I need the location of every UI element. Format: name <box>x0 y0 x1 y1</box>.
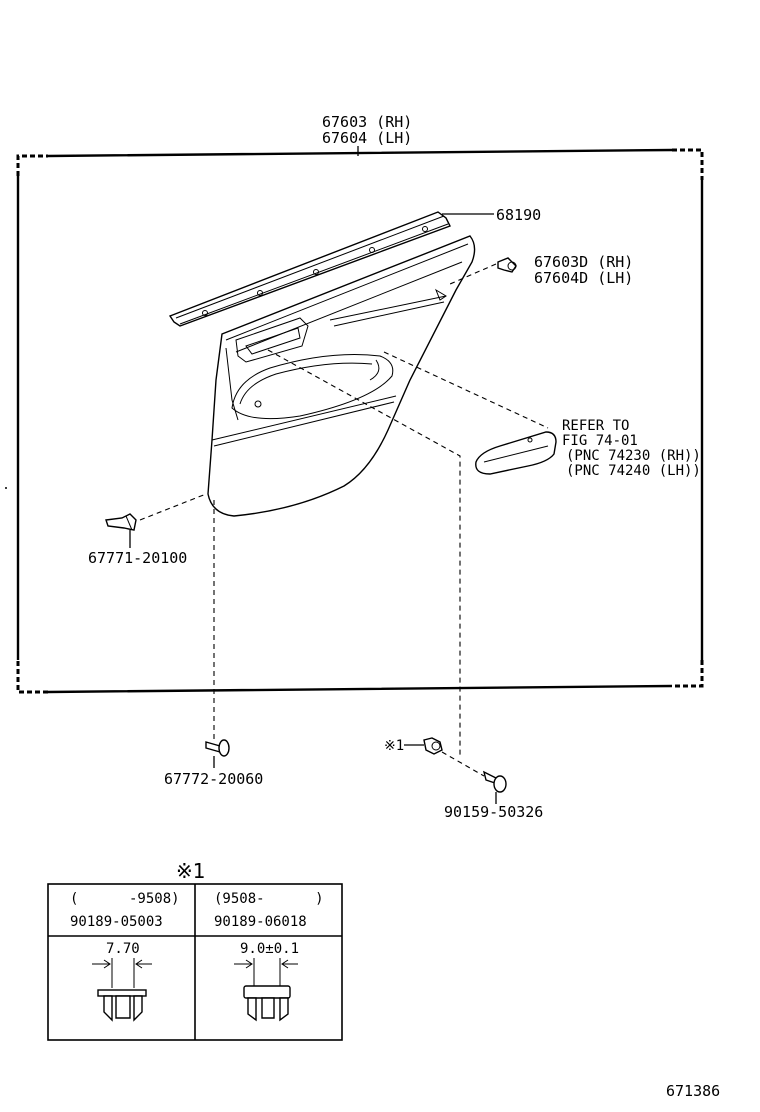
assembly-boundary-dashed-corners <box>16 148 704 694</box>
pin-part <box>205 739 230 757</box>
assembly-label-lh: 67604 (LH) <box>322 129 412 147</box>
assembly-label-rh: 67603 (RH) <box>322 113 412 131</box>
weatherstrip-label: 68190 <box>496 206 541 224</box>
screw-dashed-line <box>267 349 461 758</box>
pin-label: 67772-20060 <box>164 770 263 788</box>
weatherstrip-part <box>168 211 451 327</box>
bracket-label: 67771-20100 <box>88 549 187 567</box>
assembly-boundary <box>16 148 704 694</box>
clip-label-lh: 67604D (LH) <box>534 269 633 287</box>
door-trim-panel <box>207 235 476 517</box>
armrest-dashed-line <box>383 351 549 429</box>
note-table-part-2: 90189-06018 <box>214 914 307 930</box>
edge-dot <box>5 487 7 489</box>
fastener-drawing-1 <box>92 958 152 1022</box>
note-table-dimension-2: 9.0±0.1 <box>240 941 299 957</box>
note-table-title: ※1 <box>176 859 205 883</box>
fastener-dashed-line <box>441 751 485 777</box>
bracket-part <box>105 513 137 531</box>
armrest-handle-part <box>475 431 557 475</box>
note-marker-label: ※1 <box>384 738 404 754</box>
refer-line-3: (PNC 74230 (RH)) <box>566 448 701 464</box>
refer-line-2: FIG 74-01 <box>562 433 638 449</box>
fastener-drawing-2 <box>234 958 298 1022</box>
note-table-range-2: (9508- ) <box>214 891 324 907</box>
clip-fastener-part <box>423 737 443 755</box>
bracket-dashed-line <box>139 493 207 521</box>
figure-number: 671386 <box>666 1082 720 1100</box>
note-table-range-1: ( -9508) <box>70 891 180 907</box>
refer-line-4: (PNC 74240 (LH)) <box>566 463 701 479</box>
note-table-part-1: 90189-05003 <box>70 914 163 930</box>
note-table-dimension-1: 7.70 <box>106 941 140 957</box>
clip-part <box>497 257 517 273</box>
screw-label: 90159-50326 <box>444 803 543 821</box>
screw-part <box>482 770 507 793</box>
note-table <box>47 883 343 1041</box>
clip-label-rh: 67603D (RH) <box>534 253 633 271</box>
refer-line-1: REFER TO <box>562 418 629 434</box>
